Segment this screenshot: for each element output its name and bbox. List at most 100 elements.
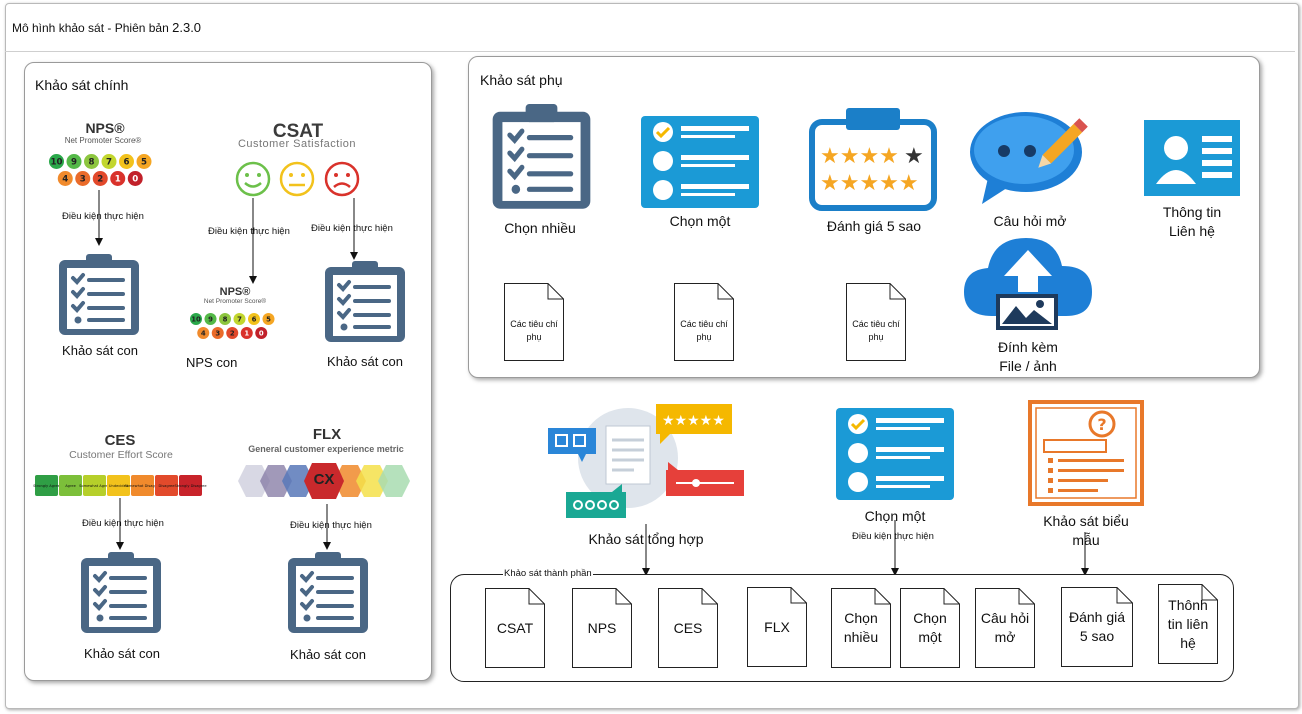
clipboard-icon: [81, 552, 161, 633]
single-choice-condition: Điều kiện thực hiện: [852, 531, 934, 542]
nps-score-text: 5: [141, 158, 147, 168]
nps-score-circle: [204, 313, 217, 325]
nps-score-text: 4: [201, 330, 206, 338]
document-icon: [846, 283, 906, 361]
nps-score-circle: [84, 154, 99, 169]
csat-nps-logo: NPS®: [219, 286, 251, 298]
component-doc: NPS: [572, 588, 632, 668]
nps-score-circle: [127, 171, 143, 186]
svg-text:?: ?: [1097, 415, 1106, 434]
flx-hexagon-icon: [238, 463, 410, 499]
svg-text:★★★★★: ★★★★★: [662, 413, 725, 429]
component-doc-line: Đánh giá: [1068, 609, 1126, 625]
svg-text:★: ★: [904, 144, 924, 169]
component-doc-label: CSAT: [485, 619, 545, 638]
document-icon: [900, 588, 960, 668]
ces-scale-cell: [131, 475, 154, 496]
csat-logo: CSAT: [272, 121, 324, 142]
nps-score-circle: [226, 327, 239, 339]
nps-score-circle: [101, 154, 117, 169]
document-icon: [747, 587, 807, 667]
nps-score-text: 8: [223, 316, 228, 324]
flx-logo: FLX: [312, 426, 342, 443]
nps-score-text: 0: [259, 330, 264, 338]
title-divider: [5, 51, 1295, 52]
nps-score-text: 6: [124, 158, 130, 168]
speech-bubble-pencil-icon: [970, 112, 1088, 204]
nps-score-text: 8: [89, 158, 95, 168]
star-rating-label: Đánh giá 5 sao: [826, 218, 922, 234]
ces-scale-label: Somewhat Agree: [79, 484, 111, 488]
nps-score-circle: [262, 313, 275, 325]
ces-scale-label: Undecided: [109, 484, 128, 488]
csat-condition-right: Điều kiện thực hiện: [311, 223, 393, 234]
version: 2.3.0: [172, 20, 202, 35]
csat-child-label: Khảo sát con: [327, 354, 403, 369]
nps-score-circle: [110, 171, 126, 186]
document-icon: [831, 588, 891, 668]
open-question-label: Câu hỏi mở: [993, 213, 1067, 229]
component-doc-line: Thônh: [1168, 596, 1208, 613]
ces-child-label: Khảo sát con: [84, 646, 160, 661]
nps-score-text: 4: [62, 175, 68, 185]
component-doc-label: Thônh tin liên hệ: [1158, 596, 1218, 653]
cloud-upload-icon: [964, 238, 1092, 330]
flx-subtitle: General customer experience metric: [248, 444, 404, 454]
csat-condition-left: Điều kiện thực hiện: [208, 226, 290, 237]
component-doc-line: hệ: [1180, 634, 1196, 651]
ces-scale-cell: [107, 475, 130, 496]
component-doc-line: tin liên: [1167, 615, 1209, 632]
document-icon: [1158, 584, 1218, 664]
nps-score-text: 3: [215, 330, 220, 338]
sub-survey-title: Khảo sát phụ: [480, 72, 563, 88]
star-rating-icon: ★★★★★ ★★★★★: [809, 108, 937, 211]
component-doc: Thônh tin liên hệ: [1158, 584, 1218, 664]
nps-score-text: 7: [237, 316, 242, 324]
component-doc-line: nhiều: [843, 629, 879, 645]
document-icon: [572, 588, 632, 668]
nps-score-text: 5: [266, 316, 271, 324]
nps-score-circle: [197, 327, 210, 339]
clipboard-icon: [288, 552, 368, 633]
app-title: Mô hình khảo sát - Phiên bản 2.3.0: [12, 20, 202, 35]
component-doc-label: FLX: [747, 618, 807, 637]
ces-scale-label: Disagree: [159, 484, 176, 488]
nps-subtitle: Net Promoter Score®: [64, 136, 142, 145]
component-doc-label: CES: [658, 619, 718, 638]
multi-choice-icon: [492, 104, 591, 209]
composite-survey-label: Khảo sát tổng hợp: [588, 531, 704, 547]
component-doc: CSAT: [485, 588, 545, 668]
csat-subtitle: Customer Satisfaction: [237, 138, 357, 150]
csat-faces-icon: [235, 161, 360, 197]
nps-score-circle: [49, 154, 64, 169]
nps-score-text: 10: [51, 158, 63, 168]
component-doc-line: FLX: [764, 618, 790, 635]
sub-criteria-doc-1: Các tiêu chí phụ: [510, 319, 558, 342]
nps-score-circle: [119, 154, 134, 169]
ces-subtitle: Customer Effort Score: [69, 449, 173, 461]
single-choice-bottom-label: Chọn một: [864, 508, 926, 524]
component-doc: CES: [658, 588, 718, 668]
ces-scale-label: Agree: [65, 484, 76, 488]
nps-score-circle: [75, 171, 91, 186]
document-icon: [658, 588, 718, 668]
document-icon: [485, 588, 545, 668]
ces-scale-cell: [83, 475, 106, 496]
document-icon: [504, 283, 564, 361]
form-survey-icon: ?: [1028, 400, 1144, 506]
csat-nps-subtitle: Net Promoter Score®: [203, 298, 267, 305]
ces-scale-label: Strongly Disagree: [174, 484, 207, 488]
nps-score-circle: [92, 171, 108, 186]
component-doc-line: NPS: [587, 619, 617, 636]
flx-condition-label: Điều kiện thực hiện: [290, 520, 372, 531]
ces-condition-label: Điều kiện thực hiện: [82, 518, 164, 529]
nps-score-circle: [255, 327, 268, 339]
